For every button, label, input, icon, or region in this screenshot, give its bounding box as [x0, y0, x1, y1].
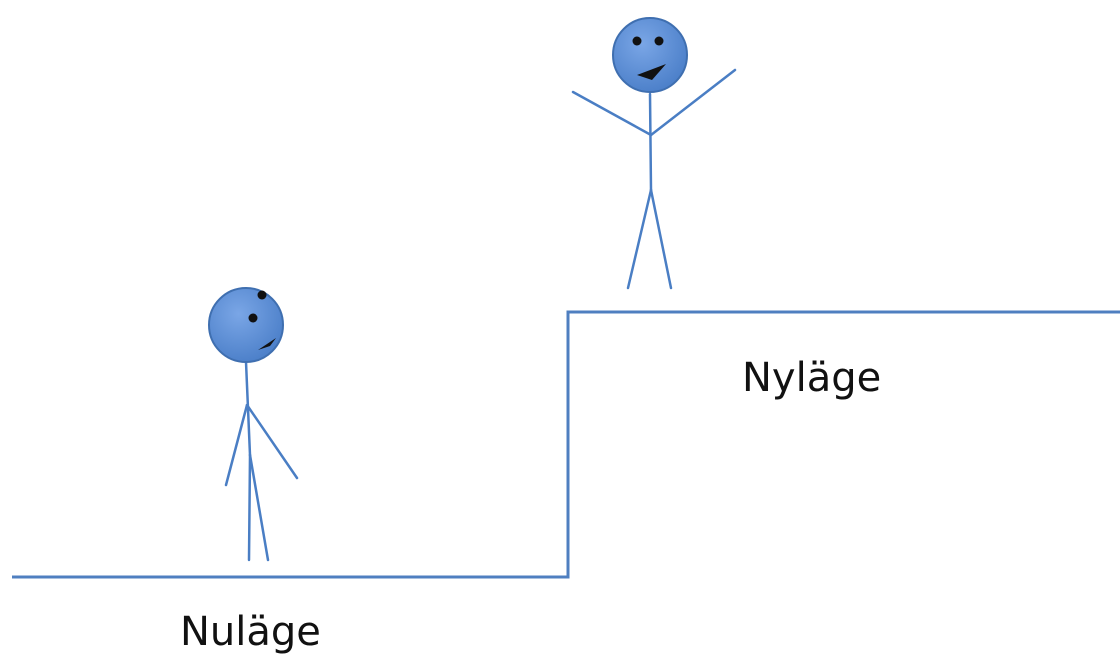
current-figure-body	[224, 360, 299, 562]
current-figure-head	[208, 287, 284, 363]
future-state-figure	[571, 17, 737, 290]
step-line	[12, 310, 1120, 579]
future-figure-head	[612, 17, 688, 93]
future-state-label: Nyläge	[742, 355, 882, 401]
current-figure-eye-left	[257, 290, 267, 300]
current-state-label: Nuläge	[180, 609, 321, 655]
current-figure-mouth	[258, 338, 276, 350]
future-figure-body	[571, 68, 737, 290]
future-figure-mouth	[637, 64, 666, 80]
future-figure-eye-left	[632, 36, 642, 46]
current-figure-eye-right	[248, 313, 258, 323]
future-figure-eye-right	[654, 36, 664, 46]
current-state-figure	[208, 287, 299, 562]
